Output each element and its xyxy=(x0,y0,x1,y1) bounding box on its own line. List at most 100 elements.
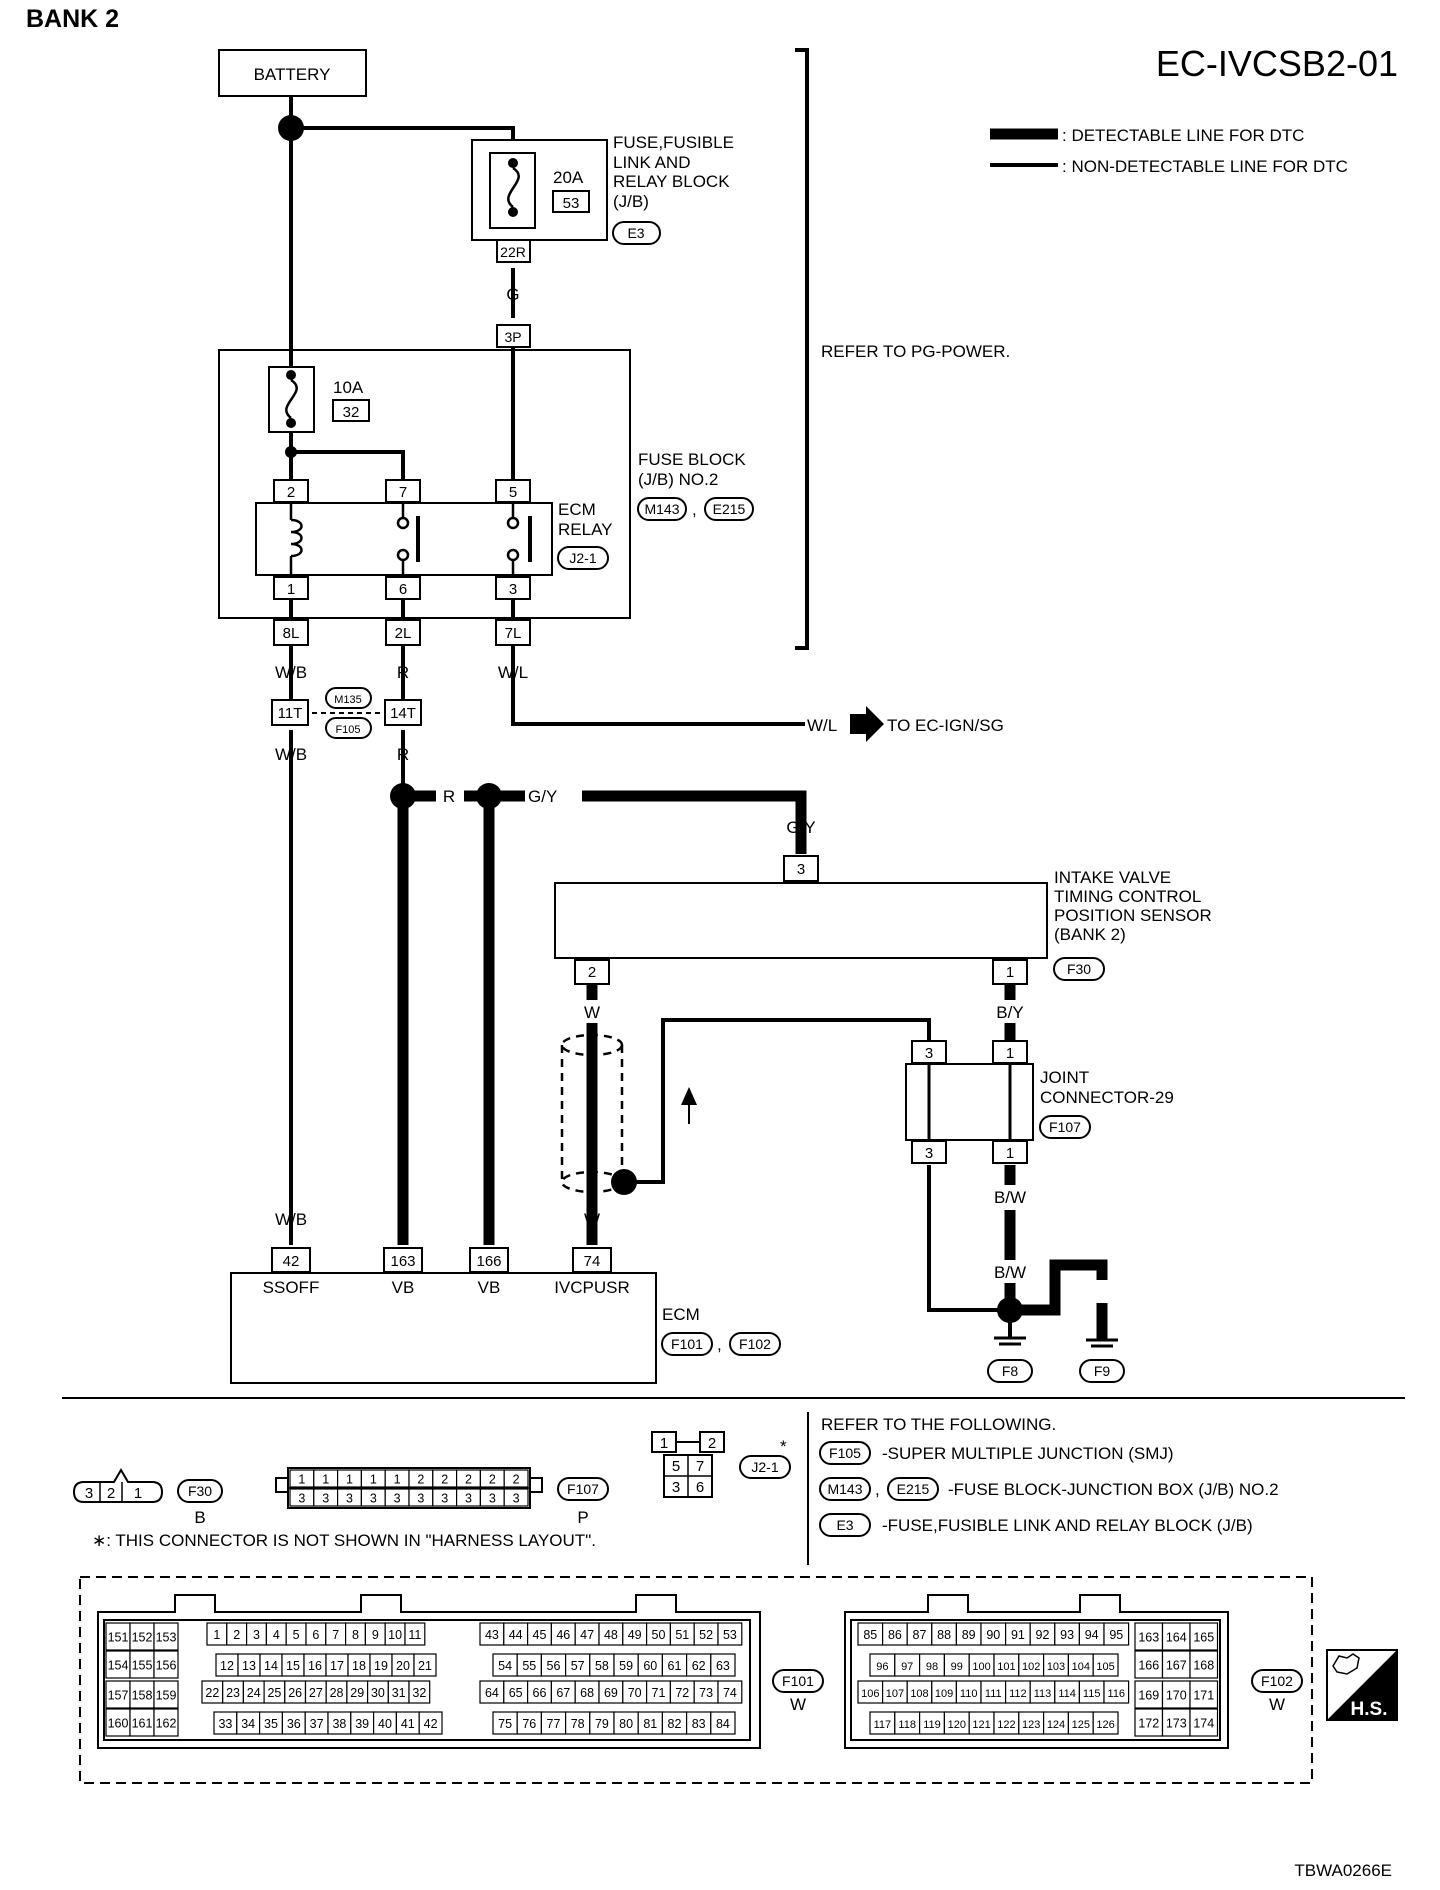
battery: BATTERY xyxy=(218,49,367,97)
f101-pin-82: 82 xyxy=(668,1717,682,1731)
ecm-pin-label-vb2: VB xyxy=(478,1278,501,1297)
f101-pin-71: 71 xyxy=(652,1686,666,1700)
f101-pin-153-cell xyxy=(153,1622,179,1651)
joint-connector-29: 3 1 3 1 JOINT CONNECTOR-29 F107 xyxy=(905,1040,1174,1164)
j29-top-3: 3 xyxy=(925,1045,933,1062)
refer-c-e215: E215 xyxy=(897,1481,930,1497)
f102-pin-125: 125 xyxy=(1072,1719,1090,1731)
j21-face-1: 1 xyxy=(660,1435,668,1452)
f101-pin-21: 21 xyxy=(418,1659,432,1673)
splice-battery xyxy=(278,115,304,141)
f101-pin-74-cell xyxy=(717,1680,743,1704)
arrow-up-icon xyxy=(681,1087,697,1105)
pin-11t: 11T xyxy=(278,705,303,722)
wire-label-wl-1: W/L xyxy=(498,663,528,682)
pin-22r: 22R xyxy=(500,244,526,260)
sensor-pin-2: 2 xyxy=(588,964,596,981)
f107-pin-1: 1 xyxy=(346,1473,353,1487)
f107-pin-3: 3 xyxy=(346,1492,353,1506)
f101-pin-63: 63 xyxy=(716,1659,730,1673)
f107-pin-3: 3 xyxy=(417,1492,424,1506)
relay-pin-7: 7 xyxy=(399,484,407,501)
wire-label-bw-2: B/W xyxy=(994,1263,1026,1282)
f101-pin-31: 31 xyxy=(392,1686,406,1700)
f101-pin-33: 33 xyxy=(218,1717,232,1731)
f101-pin-158-cell xyxy=(129,1680,155,1709)
f101-pin-16: 16 xyxy=(308,1659,322,1673)
splice-r-right xyxy=(476,783,502,809)
f102-pin-165: 165 xyxy=(1193,1631,1214,1645)
f101-pin-152: 152 xyxy=(132,1631,153,1645)
refer-list: REFER TO THE FOLLOWING. F105 -SUPER MULT… xyxy=(819,1415,1279,1537)
f107-pin-2: 2 xyxy=(513,1473,520,1487)
fuse-block-comma: , xyxy=(692,500,697,519)
splice-ground xyxy=(997,1297,1023,1323)
f102-pin-166: 166 xyxy=(1138,1659,1159,1673)
f101-pin-67: 67 xyxy=(556,1686,570,1700)
f102-pin-90: 90 xyxy=(986,1628,1000,1642)
conn-f102-ecm: F102 xyxy=(739,1336,771,1352)
f101-pin-2: 2 xyxy=(233,1628,240,1642)
f102-pin-170-cell xyxy=(1161,1680,1191,1709)
joint29-label-1: JOINT xyxy=(1040,1068,1089,1087)
f101-pin-61: 61 xyxy=(668,1659,682,1673)
pin-2l: 2L xyxy=(395,625,412,642)
f102-pin-92: 92 xyxy=(1036,1628,1050,1642)
f101-pin-160-cell xyxy=(105,1708,131,1737)
f101-pin-55: 55 xyxy=(522,1659,536,1673)
f102-pin-169: 169 xyxy=(1138,1689,1159,1703)
f101-pin-4: 4 xyxy=(273,1628,280,1642)
f101-pin-14: 14 xyxy=(264,1659,278,1673)
ecm-pin-166: 166 xyxy=(476,1253,501,1270)
f101-pin-38: 38 xyxy=(332,1717,346,1731)
f102-pin-118: 118 xyxy=(898,1719,916,1731)
f101-pin-21-cell xyxy=(413,1653,437,1677)
f102-pin-171: 171 xyxy=(1193,1689,1214,1703)
refer-text-2: -FUSE BLOCK-JUNCTION BOX (J/B) NO.2 xyxy=(948,1480,1279,1499)
fuse-block-label-1: FUSE BLOCK xyxy=(638,450,746,469)
f102-pin-110: 110 xyxy=(960,1688,978,1700)
f101-pin-81: 81 xyxy=(643,1717,657,1731)
f101-pin-35: 35 xyxy=(264,1717,278,1731)
f107-pin-2: 2 xyxy=(441,1473,448,1487)
f101-pin-72: 72 xyxy=(675,1686,689,1700)
fusible-label-4: (J/B) xyxy=(613,192,649,211)
ivt-position-sensor: 3 2 1 INTAKE VALVE TIMING CONTROL POSITI… xyxy=(554,855,1212,985)
sensor-label-2: TIMING CONTROL xyxy=(1054,887,1201,906)
ecm-pin-label-ssoff: SSOFF xyxy=(263,1278,320,1297)
conn-m143: M143 xyxy=(644,501,679,517)
f101-pin-11-cell xyxy=(404,1622,426,1646)
f102-pin-165-cell xyxy=(1189,1622,1219,1651)
f101-pin-26: 26 xyxy=(288,1686,302,1700)
f101-pin-9: 9 xyxy=(372,1628,379,1642)
f102-pin-91: 91 xyxy=(1011,1628,1025,1642)
bank-title: BANK 2 xyxy=(26,5,119,33)
wire-label-wb-3: W/B xyxy=(275,1210,307,1229)
relay-pin-1: 1 xyxy=(287,581,295,598)
wire-label-r-6: R xyxy=(483,1210,495,1229)
f101-pin-6: 6 xyxy=(312,1628,319,1642)
f101-pin-66: 66 xyxy=(533,1686,547,1700)
ecm-pin-label-ivcpusr: IVCPUSR xyxy=(554,1278,630,1297)
f102-pin-116-cell xyxy=(1103,1680,1130,1704)
f101-pin-154-cell xyxy=(105,1650,131,1679)
f102-pin-163-cell xyxy=(1134,1622,1164,1651)
f101-pin-74: 74 xyxy=(723,1686,737,1700)
conn-f101-ecm: F101 xyxy=(671,1336,703,1352)
f107-face-name: F107 xyxy=(567,1481,599,1497)
f102-pin-107: 107 xyxy=(886,1688,904,1700)
f101-pin-60: 60 xyxy=(643,1659,657,1673)
f101-pin-7: 7 xyxy=(332,1628,339,1642)
f30-face-pin-2: 2 xyxy=(107,1485,115,1502)
f102-pin-122: 122 xyxy=(997,1719,1015,1731)
f102-pin-101: 101 xyxy=(997,1661,1015,1673)
fuse-block-label-2: (J/B) NO.2 xyxy=(638,470,718,489)
f101-pin-27: 27 xyxy=(309,1686,323,1700)
f102-pin-167: 167 xyxy=(1166,1659,1187,1673)
f101-pin-84: 84 xyxy=(716,1717,730,1731)
f102-pin-173: 173 xyxy=(1166,1717,1187,1731)
f101-pin-50: 50 xyxy=(652,1628,666,1642)
wire-label-r-2: R xyxy=(397,745,409,764)
f30-face-color: B xyxy=(194,1508,205,1527)
